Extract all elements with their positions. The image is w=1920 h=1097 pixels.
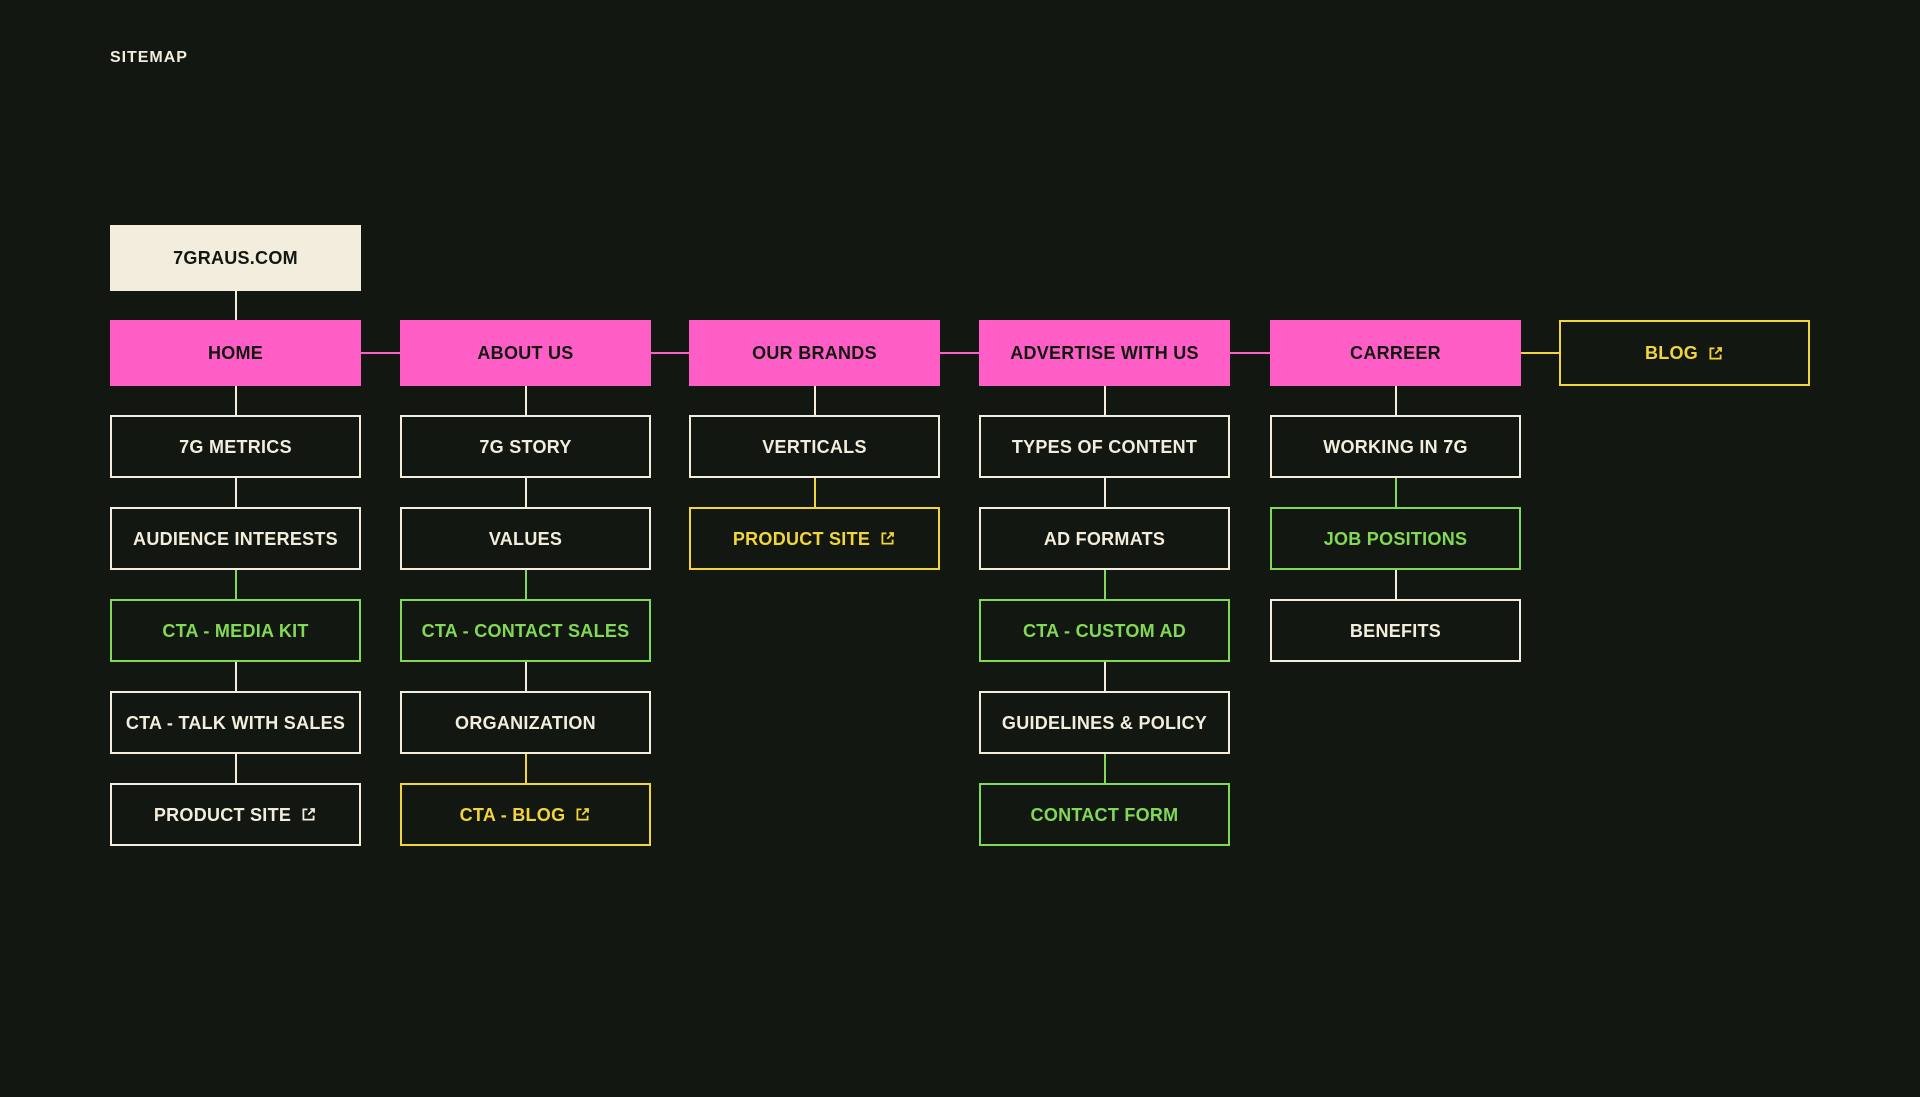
node-label: BLOG <box>1644 343 1699 363</box>
connector-carreer-blog <box>1521 352 1559 354</box>
node-label: 7G STORY <box>479 436 572 457</box>
node-working-in-7g[interactable]: WORKING IN 7G <box>1270 415 1521 478</box>
connector <box>1394 386 1397 415</box>
connector-home-aboutus <box>361 352 400 354</box>
connector <box>813 386 816 415</box>
node-blog[interactable]: BLOG <box>1559 320 1810 386</box>
node-product-site-brands[interactable]: PRODUCT SITE <box>689 507 940 570</box>
node-label: TYPES OF CONTENT <box>1011 436 1198 457</box>
connector <box>1103 478 1106 507</box>
external-link-icon <box>1707 345 1724 362</box>
connector <box>234 662 237 691</box>
node-label: AD FORMATS <box>1043 528 1166 549</box>
connector <box>524 478 527 507</box>
connector <box>524 662 527 691</box>
connector <box>234 754 237 783</box>
node-home[interactable]: HOME <box>110 320 361 386</box>
external-link-icon <box>879 530 896 547</box>
node-label: WORKING IN 7G <box>1323 436 1468 457</box>
node-label: BENEFITS <box>1349 620 1442 641</box>
connector-advertise-carreer <box>1230 352 1270 354</box>
node-label: OUR BRANDS <box>752 343 877 363</box>
node-cta-media-kit[interactable]: CTA - MEDIA KIT <box>110 599 361 662</box>
node-our-brands[interactable]: OUR BRANDS <box>689 320 940 386</box>
node-types-of-content[interactable]: TYPES OF CONTENT <box>979 415 1230 478</box>
node-label: ADVERTISE WITH US <box>1010 343 1199 363</box>
external-link-icon <box>574 806 591 823</box>
node-label: CARREER <box>1350 343 1441 363</box>
node-verticals[interactable]: VERTICALS <box>689 415 940 478</box>
node-label: GUIDELINES & POLICY <box>1001 712 1208 733</box>
node-label: 7GRAUS.COM <box>173 248 298 268</box>
connector <box>524 754 527 783</box>
node-ad-formats[interactable]: AD FORMATS <box>979 507 1230 570</box>
connector <box>234 291 237 320</box>
column-blog: BLOG <box>1559 320 1810 386</box>
node-label: CTA - CONTACT SALES <box>421 620 630 641</box>
node-7g-story[interactable]: 7G STORY <box>400 415 651 478</box>
node-cta-contact-sales[interactable]: CTA - CONTACT SALES <box>400 599 651 662</box>
node-contact-form[interactable]: CONTACT FORM <box>979 783 1230 846</box>
node-label: PRODUCT SITE <box>153 804 292 825</box>
column-about-us: ABOUT US 7G STORY VALUES CTA - CONTACT S… <box>400 320 651 846</box>
node-label: ABOUT US <box>477 343 574 363</box>
node-guidelines-policy[interactable]: GUIDELINES & POLICY <box>979 691 1230 754</box>
node-product-site-home[interactable]: PRODUCT SITE <box>110 783 361 846</box>
node-cta-blog[interactable]: CTA - BLOG <box>400 783 651 846</box>
node-label: 7G METRICS <box>179 436 292 457</box>
node-label: CTA - CUSTOM AD <box>1022 620 1187 641</box>
column-advertise-with-us: ADVERTISE WITH US TYPES OF CONTENT AD FO… <box>979 320 1230 846</box>
node-label: CTA - BLOG <box>459 804 566 825</box>
node-cta-custom-ad[interactable]: CTA - CUSTOM AD <box>979 599 1230 662</box>
node-audience-interests[interactable]: AUDIENCE INTERESTS <box>110 507 361 570</box>
connector <box>234 478 237 507</box>
node-label: AUDIENCE INTERESTS <box>133 528 338 549</box>
connector <box>234 570 237 599</box>
connector-ourbrands-advertise <box>940 352 979 354</box>
page-title: SITEMAP <box>110 49 188 66</box>
node-benefits[interactable]: BENEFITS <box>1270 599 1521 662</box>
node-label: VALUES <box>488 528 563 549</box>
node-label: JOB POSITIONS <box>1323 528 1468 549</box>
connector <box>1103 754 1106 783</box>
node-label: CTA - MEDIA KIT <box>162 620 309 641</box>
connector <box>1394 478 1397 507</box>
connector <box>524 386 527 415</box>
node-label: CONTACT FORM <box>1030 804 1179 825</box>
node-organization[interactable]: ORGANIZATION <box>400 691 651 754</box>
node-label: ORGANIZATION <box>455 712 596 733</box>
node-root-7graus[interactable]: 7GRAUS.COM <box>110 225 361 291</box>
connector <box>1103 386 1106 415</box>
column-home: 7GRAUS.COM HOME 7G METRICS AUDIENCE INTE… <box>110 225 361 846</box>
column-our-brands: OUR BRANDS VERTICALS PRODUCT SITE <box>689 320 940 570</box>
node-label: HOME <box>207 343 264 363</box>
node-job-positions[interactable]: JOB POSITIONS <box>1270 507 1521 570</box>
connector <box>1394 570 1397 599</box>
connector-aboutus-ourbrands <box>651 352 689 354</box>
node-7g-metrics[interactable]: 7G METRICS <box>110 415 361 478</box>
node-label: CTA - TALK WITH SALES <box>125 712 346 733</box>
node-carreer[interactable]: CARREER <box>1270 320 1521 386</box>
node-label: VERTICALS <box>762 436 867 457</box>
connector <box>1103 570 1106 599</box>
node-advertise-with-us[interactable]: ADVERTISE WITH US <box>979 320 1230 386</box>
node-values[interactable]: VALUES <box>400 507 651 570</box>
connector <box>524 570 527 599</box>
node-label: PRODUCT SITE <box>732 528 871 549</box>
node-about-us[interactable]: ABOUT US <box>400 320 651 386</box>
column-carreer: CARREER WORKING IN 7G JOB POSITIONS BENE… <box>1270 320 1521 662</box>
connector <box>1103 662 1106 691</box>
connector <box>813 478 816 507</box>
node-cta-talk-with-sales[interactable]: CTA - TALK WITH SALES <box>110 691 361 754</box>
external-link-icon <box>300 806 317 823</box>
connector <box>234 386 237 415</box>
